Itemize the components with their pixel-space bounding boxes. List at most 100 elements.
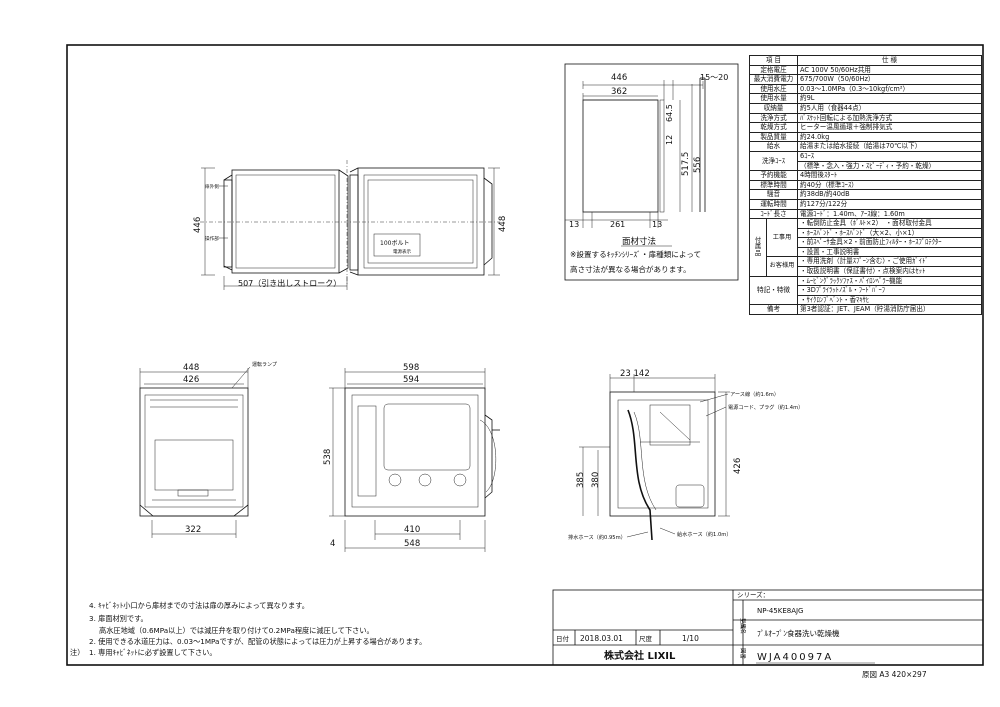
spec-header-row: 項 目 仕 様 [749,55,982,66]
spec-key: 定格電圧 [749,64,798,76]
spec-key: ｺｰﾄﾞ長さ [749,208,798,220]
cabinet-dim-446: 446 [611,73,627,83]
note-2a: 高水圧地域（0.6MPa以上）では減圧弁を取り付けて0.2MPa程度に減圧して下… [99,626,374,635]
spec-key: 標準時間 [749,179,798,191]
spec-key: 予約機能 [749,170,798,181]
cabinet-note-line2: 高さ寸法が異なる場合があります。 [570,264,691,274]
spec-value: （標準・念入・強力・ｽﾋﾟｰﾃﾞｨ・予約・乾燥） [797,160,982,172]
front-view: 448 426 322 運転ランプ [139,362,277,538]
top-view-plate-line2: 電源表示 [393,248,411,255]
back-view: 598 594 538 410 548 4 [323,363,500,552]
spec-accessory-row: お客様用 ・専用洗剤（計量ｽﾌﾟｰﾝ含む）・ご使用ｶﾞｲﾄﾞ [750,256,982,277]
tb-date: 2018.03.01 [580,634,623,643]
back-dim-594: 594 [403,375,419,385]
spec-accessory-group: 付属品 [749,218,767,277]
top-view: 100ボルト 電源表示 446 448 507（引き出しストローク） 扉外側 操… [193,160,508,290]
spec-value: 6ｺｰｽ [797,150,982,162]
spec-value: ヒーター温風循環＋強制排気式 [797,122,982,133]
spec-key: 最大消費電力 [749,74,798,85]
back-dim-538: 538 [323,449,333,465]
spec-key: 洗浄ｺｰｽ [749,150,798,172]
side-label-earth: アース線（約1.6m） [730,390,779,398]
back-dim-410: 410 [404,525,420,535]
spec-value: 約127分/122分 [797,198,982,210]
tb-drawing-no: WJA40097A [757,652,833,663]
spec-key: 洗浄方式 [749,112,798,124]
front-dim-448: 448 [183,363,199,373]
spec-value: 給湯または給水接続（給湯は70℃以下） [797,141,982,152]
tb-model-label: 型式 [739,618,747,630]
tb-model: NP-45KE8AJG [757,607,803,615]
tb-scale: 1/10 [682,634,699,643]
back-port-a [388,473,402,487]
spec-feature-item: ・3Dﾌﾟﾗｲﾗｯﾄﾉｽﾞﾙ・ﾌｰﾄﾞﾊﾞｰﾌ [797,285,982,296]
cabinet-view: 446 362 15～20 64.5 12 517.5 556 13 261 1… [564,63,739,281]
spec-features-label: 特記・特徴 [749,275,798,306]
spec-construction-item: ・ﾎｰｽﾊﾞﾝﾄﾞ・ﾎｰｽﾊﾞﾝﾄﾞ（大×2、小×1） [797,227,982,239]
cabinet-dim-15-20: 15～20 [700,73,728,82]
spec-key: 使用水量 [749,93,798,104]
side-dim-385: 385 [576,472,586,488]
spec-value: 約38dB/約40dB [797,189,982,200]
spec-row: 洗浄方式ﾊﾞｽｹｯﾄ回転による加熱洗浄方式 [749,112,982,124]
spec-remarks-key: 備考 [749,304,798,316]
cabinet-dim-261: 261 [610,220,625,229]
side-dim-top: 23 142 [620,369,650,379]
note-1: 1. 専用ｷｬﾋﾞﾈｯﾄに必ず設置して下さい。 [89,648,217,657]
spec-row: 乾燥方式ヒーター温風循環＋強制排気式 [749,122,982,133]
top-view-label-door: 扉外側 [205,183,219,190]
spec-value: 4時間後ｽﾀｰﾄ [797,170,982,181]
spec-row: ｺｰﾄﾞ長さ電源ｺｰﾄﾞ：1.40m、ｱｰｽ線：1.60m [749,208,982,220]
cabinet-dim-556: 556 [693,157,703,173]
front-label-lamp: 運転ランプ [252,362,277,368]
cabinet-dim-64-5: 64.5 [665,104,674,122]
spec-key: 給水 [749,141,798,152]
spec-row: 使用水量約9L [749,93,982,104]
spec-key: 製品質量 [749,131,798,143]
sheet-border [66,44,984,666]
spec-row: 給水給湯または給水接続（給湯は70℃以下） [749,141,982,152]
back-dim-548: 548 [404,539,420,549]
side-label-drain: 排水ホース（約0.95m） [568,533,626,541]
spec-row: 標準時間約40分（標準ｺｰｽ） [749,179,982,191]
back-dim-598: 598 [403,363,419,373]
spec-key: 使用水圧 [749,83,798,95]
top-view-width-dim: 448 [498,216,508,232]
side-dim-380: 380 [591,472,601,488]
top-view-stroke-dim: 507（引き出しストローク） [238,278,341,288]
cabinet-dim-13b: 13 [652,220,662,229]
spec-value: 電源ｺｰﾄﾞ：1.40m、ｱｰｽ線：1.60m [797,208,982,220]
front-dim-426: 426 [183,375,199,385]
tb-drawing-no-label: 図番 [739,648,746,660]
side-dim-426: 426 [733,458,743,474]
spec-value: AC 100V 50/60Hz共用 [797,64,982,76]
spec-value: ﾊﾞｽｹｯﾄ回転による加熱洗浄方式 [797,112,982,124]
spec-customer-label: お客様用 [766,256,798,277]
spec-remarks-value: 第3者認証：JET、JEAM（貯湯消防庁届出） [797,304,982,316]
cabinet-dim-12: 12 [665,135,674,145]
spec-value: 約5人用（食器44点） [797,102,982,114]
spec-feature-row: 特記・特徴 ・ﾑｰﾋﾞﾝｸﾞﾗｯｸｿﾌｧｽ・ﾊﾟｲﾛﾝﾍﾟﾗｰ機能 [749,275,982,306]
spec-row: 運転時間約127分/122分 [749,198,982,210]
spec-header-item: 項 目 [749,55,798,66]
back-dim-4: 4 [330,539,335,549]
spec-remarks-row: 備考 第3者認証：JET、JEAM（貯湯消防庁届出） [749,304,982,316]
spec-value: 0.03～1.0MPa（0.3～10kgf/cm²） [797,83,982,95]
spec-accessory-row: 付属品 工事用 ・転倒防止金具（ﾎﾞﾙﾄ×2） ・面材取付金具 [749,218,982,277]
tb-paper: 原図 A3 420×297 [862,670,927,679]
spec-header-spec: 仕 様 [797,55,982,66]
spec-value: 約9L [797,93,982,104]
side-view: 23 142 385 380 426 アース線（約1.6m） 電源コード、プラグ… [568,369,803,541]
top-view-label-panel: 操作部 [205,235,219,242]
spec-key: 騒音 [749,189,798,200]
spec-key: 運転時間 [749,198,798,210]
cabinet-dim-13a: 13 [569,220,579,229]
note-4: 4. ｷｬﾋﾞﾈｯﾄ小口から扉材までの寸法は扉の厚みによって異なります。 [89,601,309,610]
cabinet-title: 面材寸法 [622,236,656,247]
